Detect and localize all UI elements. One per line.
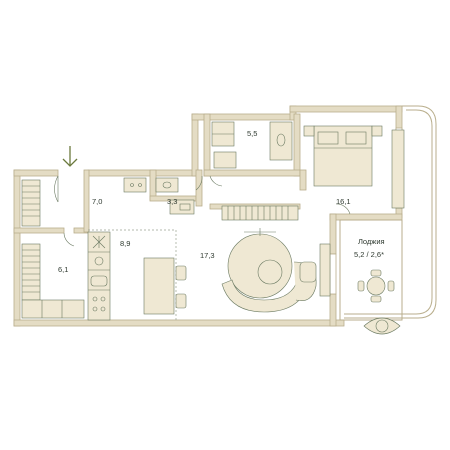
room-area-bathroom-small: 3,3 [167, 197, 177, 206]
balcony-shell [339, 105, 437, 321]
bedroom-bed [303, 125, 383, 187]
media-unit [319, 243, 331, 297]
outer-walls [13, 105, 403, 327]
kitchen-counter [87, 231, 111, 321]
doors [54, 175, 351, 247]
room-area-bedroom: 16,1 [336, 197, 351, 206]
closet-hatching [22, 185, 289, 293]
storage-shelves [21, 299, 85, 319]
loggia-title: Лоджия [358, 237, 385, 246]
living-sofa [221, 228, 317, 313]
loggia-area: 5,2 / 2,6* [354, 250, 384, 259]
hall-cabinet [123, 177, 179, 193]
room-area-living: 17,3 [200, 251, 215, 260]
room-area-storage: 6,1 [58, 265, 68, 274]
dining-table [143, 257, 187, 315]
loggia-table [357, 269, 395, 303]
bathroom-fixtures [169, 121, 293, 215]
room-area-bathroom: 5,5 [247, 129, 257, 138]
balcony-bay [363, 317, 401, 335]
room-area-kitchen: 8,9 [120, 239, 130, 248]
entrance-arrow-icon [62, 146, 78, 167]
fridge-icon [92, 235, 106, 249]
room-area-hall: 7,0 [92, 197, 102, 206]
room-labels: 7,0 3,3 5,5 16,1 8,9 17,3 6,1 Лоджия 5,2… [58, 129, 385, 274]
